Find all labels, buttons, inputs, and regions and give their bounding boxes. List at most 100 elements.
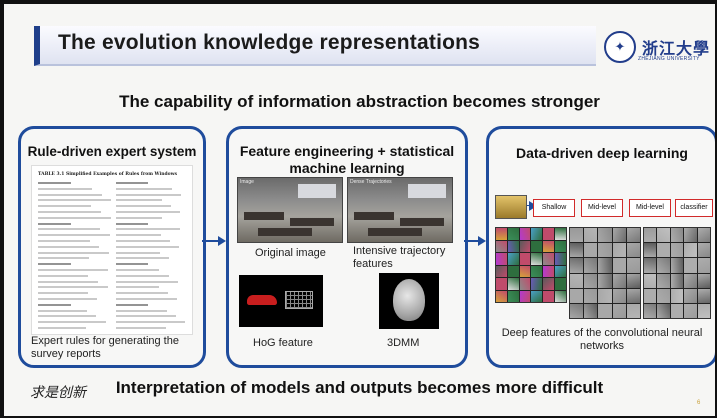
filter-cell (555, 240, 566, 252)
filter-cell (584, 303, 598, 318)
doc-text-line (38, 303, 72, 306)
doc-text-line (38, 327, 87, 329)
filter-cell (644, 303, 657, 318)
slide-title: The evolution knowledge representations (58, 31, 481, 54)
arrow-right-icon (202, 236, 226, 246)
doc-text-line (116, 274, 169, 277)
filter-cell (644, 258, 657, 273)
filter-cell (670, 243, 684, 258)
panel-title: Feature engineering + statistical machin… (239, 143, 455, 176)
doc-text-line (38, 187, 93, 190)
filter-cell (531, 240, 543, 252)
filter-cell (543, 253, 555, 265)
filter-cell (507, 265, 519, 277)
doc-text-line (38, 298, 98, 300)
filter-cell (626, 273, 640, 288)
filter-cell (496, 228, 507, 240)
filter-cell (584, 288, 598, 303)
filter-cell (626, 303, 640, 318)
subtitle: The capability of information abstractio… (119, 92, 600, 111)
filter-cell (519, 290, 531, 302)
doc-text-line (38, 234, 110, 237)
filter-cell (555, 278, 566, 290)
filter-cell (697, 243, 710, 258)
filter-cell (612, 258, 626, 273)
filter-cell (507, 253, 519, 265)
slide: The evolution knowledge representations … (4, 4, 715, 416)
seal-icon: ✦ (604, 31, 636, 63)
doc-text-line (38, 205, 92, 208)
feature-grid-shallow (495, 227, 567, 303)
filter-cell (598, 273, 612, 288)
doc-text-line (116, 193, 182, 196)
original-image: Image (237, 177, 343, 243)
hog-image (239, 275, 323, 327)
filter-cell (598, 243, 612, 258)
feature-grid-mid (569, 227, 641, 319)
filter-cell (657, 273, 670, 288)
filter-cell (598, 303, 612, 318)
filter-cell (684, 243, 697, 258)
doc-text-line (38, 269, 109, 271)
filter-cell (697, 228, 710, 243)
filter-cell (496, 278, 507, 290)
doc-text-line (38, 309, 87, 312)
logo-name: 浙江大學 (642, 39, 711, 58)
doc-text-line (116, 280, 178, 283)
filter-cell (543, 290, 555, 302)
filter-cell (598, 288, 612, 303)
filter-cell (519, 265, 531, 277)
filter-cell (507, 240, 519, 252)
filter-cell (507, 290, 519, 302)
caption-3dmm: 3DMM (387, 337, 420, 349)
doc-text-line (38, 199, 112, 202)
filter-cell (697, 273, 710, 288)
car-shape (247, 295, 277, 305)
arrow-right-icon (527, 201, 537, 211)
image-tag: Image (240, 179, 254, 185)
doc-text-line (116, 303, 148, 306)
doc-text-line (38, 321, 107, 324)
doc-text-line (38, 292, 88, 295)
doc-text-line (116, 309, 168, 312)
filter-cell (543, 278, 555, 290)
doc-text-line (116, 269, 160, 271)
doc-text-line (38, 245, 100, 248)
doc-text-line (116, 257, 170, 260)
filter-cell (570, 243, 584, 258)
filter-cell (570, 303, 584, 318)
page-number: 6 (697, 400, 701, 406)
panel-feature-engineering: Feature engineering + statistical machin… (226, 126, 468, 368)
doc-text-line (116, 286, 159, 289)
filter-cell (598, 258, 612, 273)
filter-cell (644, 228, 657, 243)
caption-trajectory: Intensive trajectory features (353, 245, 446, 270)
filter-cell (584, 258, 598, 273)
doc-text-line (116, 234, 161, 237)
panel-rule-driven: Rule-driven expert system TABLE 3.1 Simp… (18, 126, 206, 368)
hog-grid (285, 291, 313, 309)
filter-cell (657, 303, 670, 318)
filter-cell (496, 265, 507, 277)
bottom-statement: Interpretation of models and outputs bec… (115, 378, 604, 397)
filter-cell (555, 290, 566, 302)
filter-cell (496, 290, 507, 302)
logo-english: ZHEJIANG UNIVERSITY (638, 56, 700, 62)
filter-cell (684, 273, 697, 288)
signature-text: 求是创新 (30, 385, 86, 401)
doc-text-line (116, 315, 177, 318)
filter-cell (670, 258, 684, 273)
filter-cell (496, 240, 507, 252)
doc-text-line (116, 211, 181, 213)
trajectory-image: Dense Trajectories (347, 177, 453, 243)
filter-cell (570, 273, 584, 288)
rules-document-image: TABLE 3.1 Simplified Examples of Rules f… (31, 165, 193, 335)
filter-cell (570, 258, 584, 273)
filter-cell (626, 243, 640, 258)
filter-cell (543, 240, 555, 252)
filter-cell (584, 243, 598, 258)
doc-text-line (38, 251, 110, 254)
doc-text-line (116, 298, 177, 300)
filter-cell (584, 273, 598, 288)
filter-cell (543, 265, 555, 277)
